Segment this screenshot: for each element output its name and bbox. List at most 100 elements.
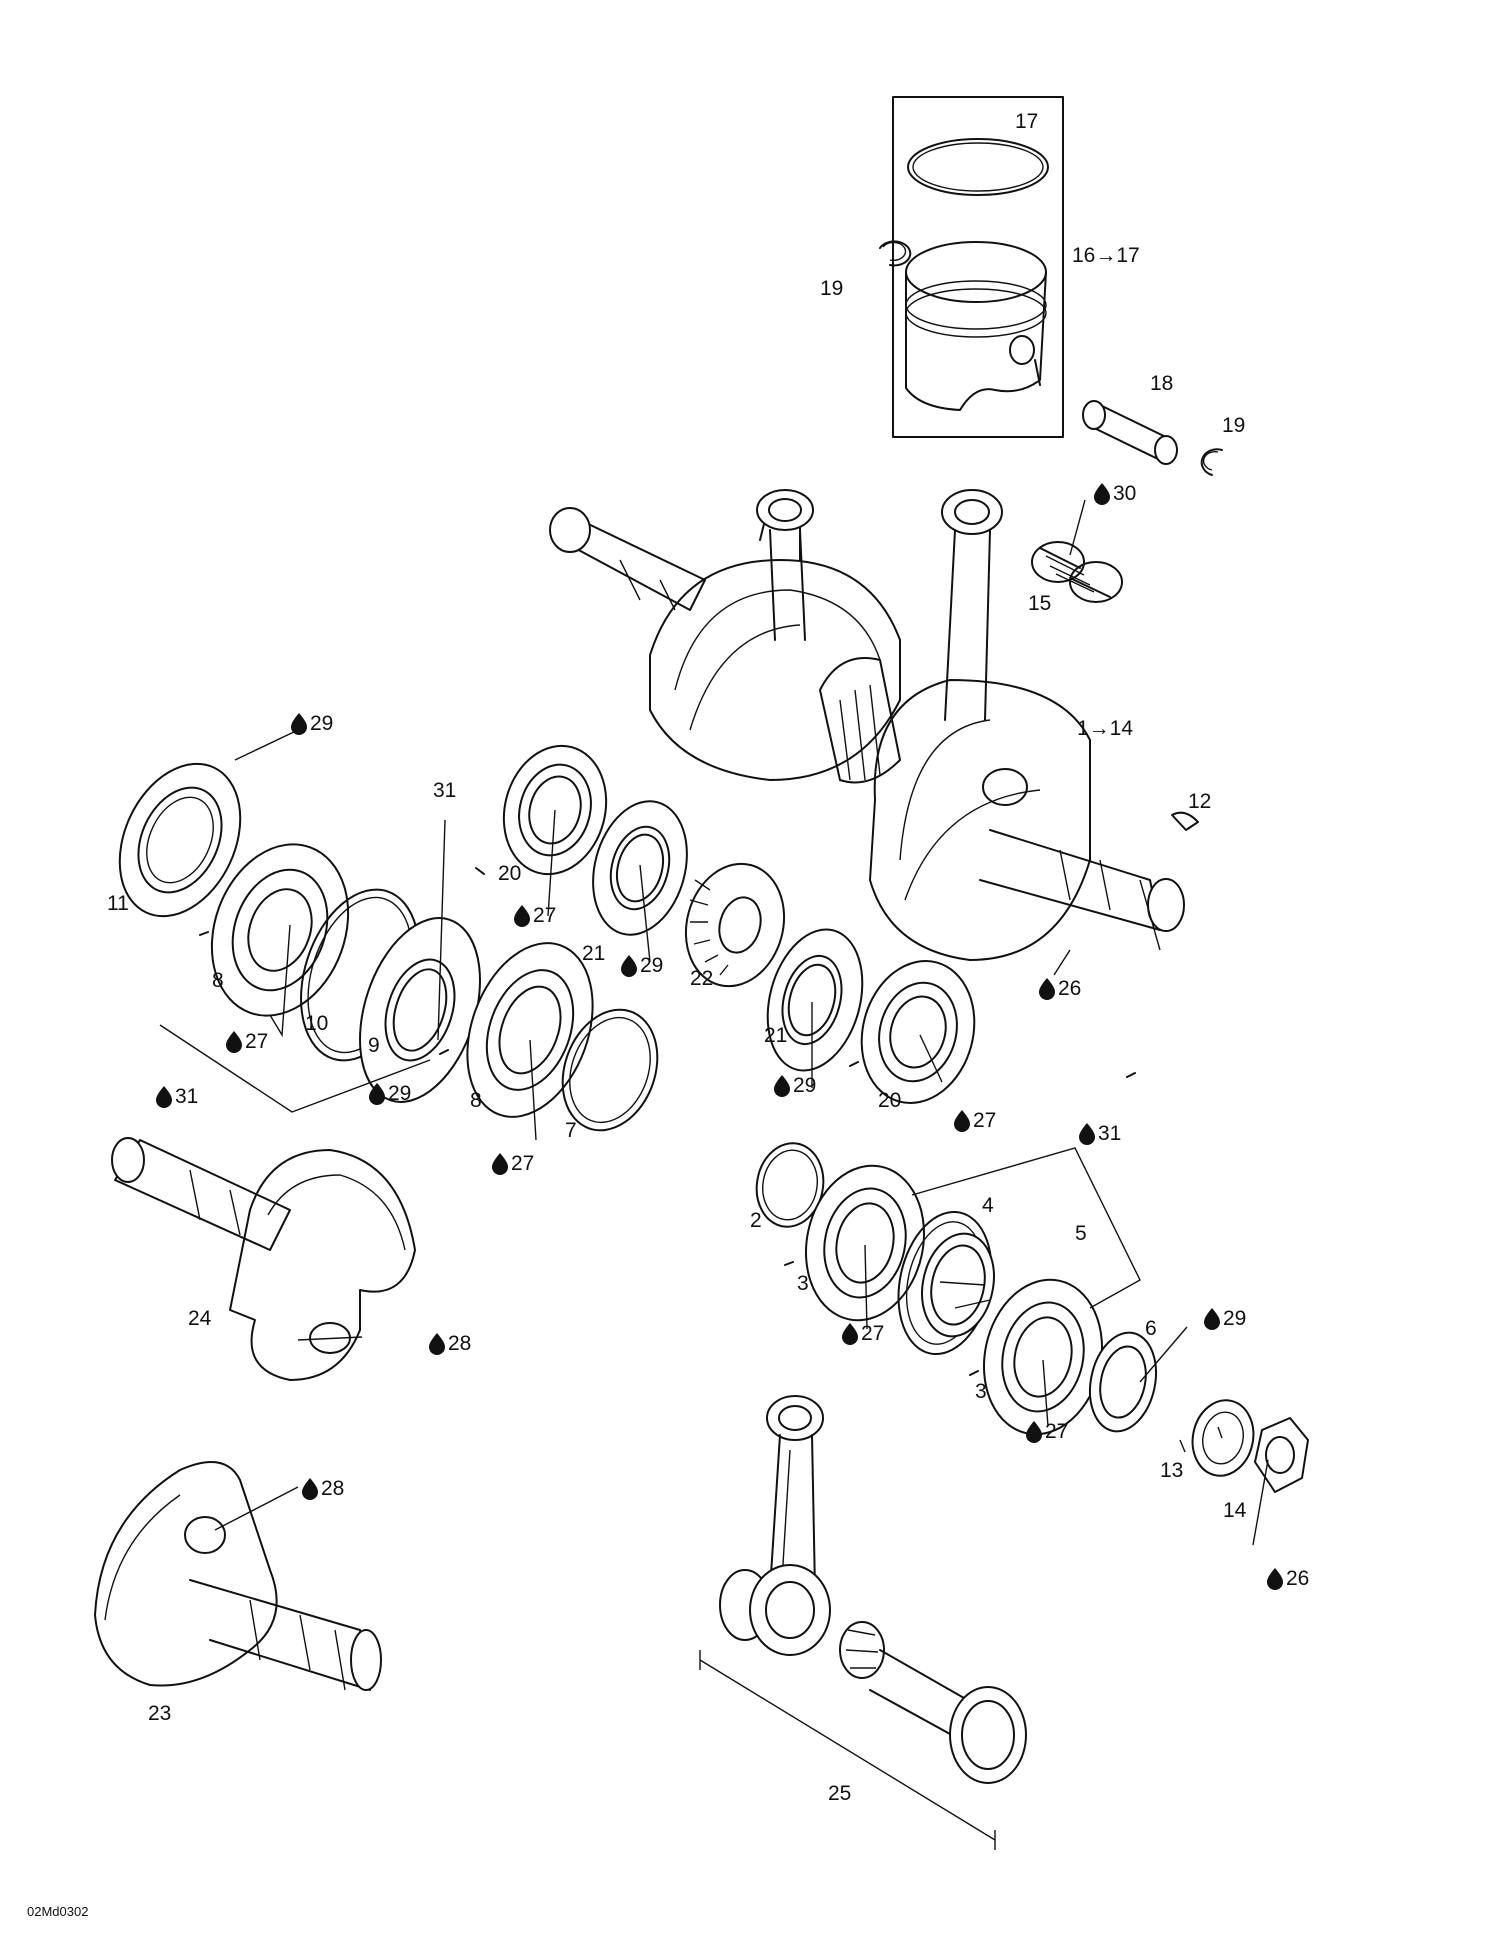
oil-drop-icon (621, 955, 637, 977)
ball-bearing-upper (804, 1164, 926, 1322)
ball-bearing-20b (860, 960, 976, 1104)
callout-number: 26 (1286, 1567, 1309, 1590)
oil-drop-icon (1267, 1568, 1283, 1590)
oil-drop-icon (291, 713, 307, 735)
oil-drop-icon (1039, 978, 1055, 1000)
nut-14 (1254, 1417, 1309, 1493)
callout-c20a: 20 (498, 862, 521, 885)
oil-drop-icon (774, 1075, 790, 1097)
callout-number: 27 (511, 1152, 534, 1175)
callout-number: 27 (861, 1322, 884, 1345)
callout-number: 23 (148, 1702, 171, 1725)
callout-number: 8 (470, 1089, 482, 1112)
callout-c17: 17 (1015, 110, 1038, 133)
callout-c5: 5 (1075, 1222, 1087, 1245)
callout-c31b: 31 (156, 1085, 198, 1108)
crank-pin (869, 1649, 1027, 1784)
callout-number: 4 (982, 1194, 994, 1217)
callout-c26a: 26 (1039, 977, 1081, 1000)
piston (905, 241, 1047, 411)
callout-c29d: 29 (774, 1074, 816, 1097)
callout-c3b: 3 (975, 1380, 987, 1403)
callout-c30: 30 (1094, 482, 1136, 505)
callout-c27f: 27 (1026, 1420, 1068, 1443)
callout-c27a: 27 (226, 1030, 268, 1053)
callout-number: 3 (975, 1380, 987, 1403)
callout-c29a: 29 (291, 712, 333, 735)
callout-number: 31 (433, 779, 456, 802)
callout-number: 24 (188, 1307, 212, 1330)
callout-number: 5 (1075, 1222, 1087, 1245)
crank-half-23 (94, 1461, 382, 1691)
callout-number: 31 (1098, 1122, 1121, 1145)
callout-c22: 22 (690, 967, 713, 990)
drive-gear-22 (684, 862, 786, 988)
callout-c14: 14 (1223, 1499, 1247, 1522)
piston-pin (1082, 400, 1178, 465)
callout-number: 9 (368, 1034, 380, 1057)
oil-drop-icon (369, 1083, 385, 1105)
oil-drop-icon (1094, 483, 1110, 505)
callout-c16: 16→17 (1072, 244, 1140, 267)
callout-number: 29 (310, 712, 333, 735)
callout-c15: 15 (1028, 592, 1051, 615)
callout-number: 2 (750, 1209, 762, 1232)
callout-c26b: 26 (1267, 1567, 1309, 1590)
ball-bearing-8a (210, 843, 350, 1017)
callout-c12: 12 (1188, 790, 1211, 813)
dowel-marks (199, 867, 1136, 1376)
callout-number: 28 (448, 1332, 471, 1355)
callout-number: 29 (1223, 1307, 1246, 1330)
callout-number: 11 (107, 892, 129, 915)
callout-number: 14 (1223, 1499, 1247, 1522)
piston-kit-box (879, 96, 1064, 438)
callout-number: 12 (1188, 790, 1211, 813)
connecting-rod-kit (699, 1395, 1027, 1850)
callout-number: 31 (175, 1085, 198, 1108)
callout-c29e: 29 (1204, 1307, 1246, 1330)
callout-c19b: 19 (1222, 414, 1245, 437)
callout-c25: 25 (828, 1782, 851, 1805)
callout-c27c: 27 (492, 1152, 534, 1175)
callout-number: 25 (828, 1782, 851, 1805)
callout-number: 22 (690, 967, 713, 990)
callout-c20b: 20 (878, 1089, 901, 1112)
callout-c28a: 28 (429, 1332, 471, 1355)
callout-number: 1→14 (1077, 717, 1133, 740)
callout-c27b: 27 (514, 904, 556, 927)
callout-number: 20 (498, 862, 521, 885)
ball-bearing-8b (466, 942, 594, 1118)
callout-c1: 1→14 (1077, 717, 1133, 740)
callout-number: 6 (1145, 1317, 1157, 1340)
callout-number: 3 (797, 1272, 809, 1295)
callout-number: 21 (764, 1024, 787, 1047)
callout-number: 16→17 (1072, 244, 1140, 267)
oil-drop-icon (842, 1323, 858, 1345)
callout-number: 27 (973, 1109, 996, 1132)
callout-c10: 10 (305, 1012, 328, 1035)
callout-number: 7 (565, 1119, 577, 1142)
callout-c29b: 29 (621, 954, 663, 977)
callout-number: 20 (878, 1089, 901, 1112)
callout-number: 10 (305, 1012, 328, 1035)
oil-drop-icon (302, 1478, 318, 1500)
callout-number: 21 (582, 942, 605, 965)
oil-drop-icon (156, 1086, 172, 1108)
distance-ring-5 (921, 1232, 995, 1338)
ring-2 (755, 1142, 825, 1228)
crank-half-24 (111, 1137, 416, 1381)
oil-drop-icon (514, 905, 530, 927)
callout-c3a: 3 (797, 1272, 809, 1295)
oil-drop-icon (429, 1333, 445, 1355)
oil-seal-6 (1089, 1331, 1157, 1433)
callout-c21b: 21 (764, 1024, 787, 1047)
callout-number: 29 (640, 954, 663, 977)
oil-drop-icon (492, 1153, 508, 1175)
callout-number: 26 (1058, 977, 1081, 1000)
oil-drop-icon (226, 1031, 242, 1053)
callout-number: 17 (1015, 110, 1038, 133)
callout-c31a: 31 (433, 779, 456, 802)
woodruff-key (1171, 811, 1199, 831)
callout-c13: 13 (1160, 1459, 1183, 1482)
